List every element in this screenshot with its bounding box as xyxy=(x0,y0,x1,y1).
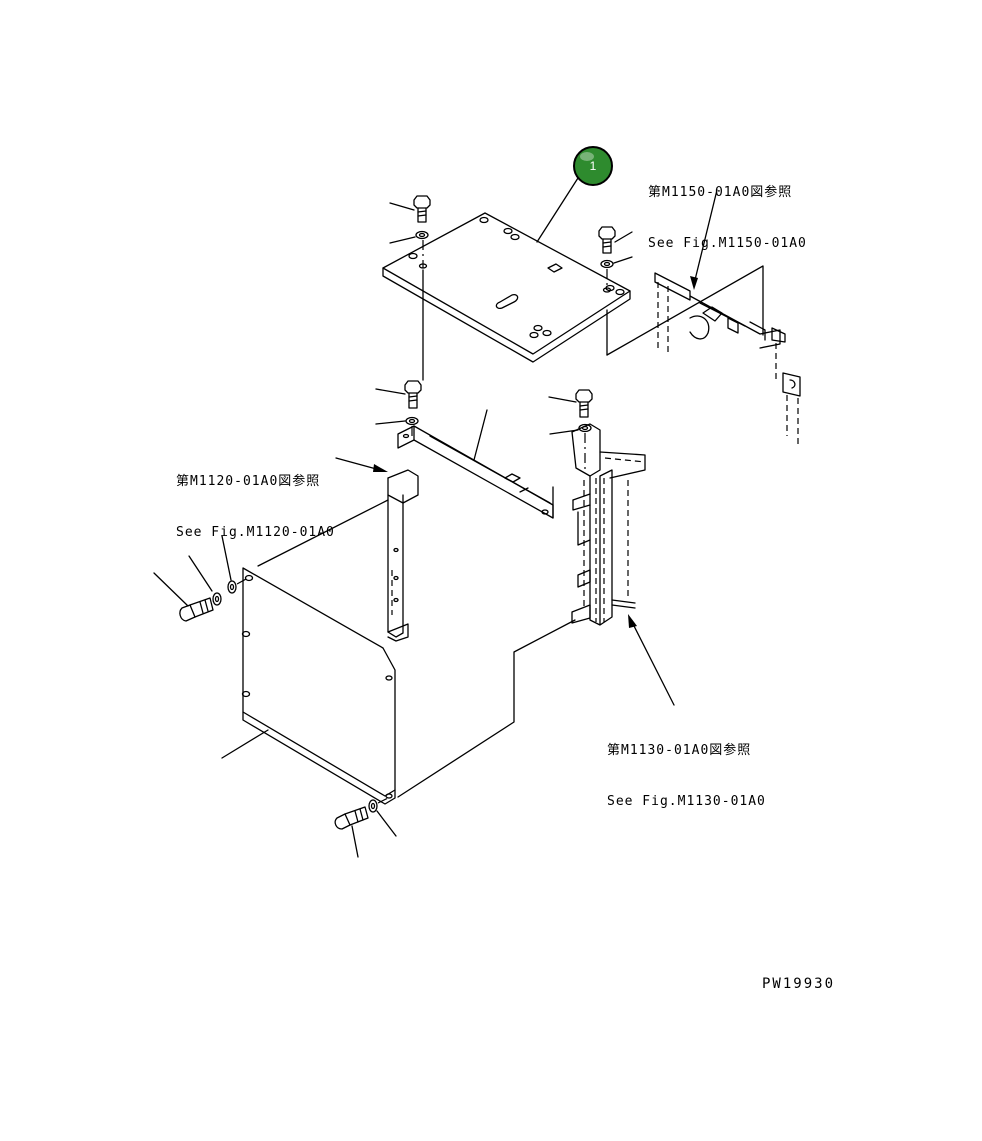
referenced-assembly-m1150 xyxy=(606,265,801,445)
leader-line-callout xyxy=(536,177,579,243)
top-cover-plate xyxy=(382,212,631,363)
reference-m1150[interactable]: 第M1150-01A0図参照 See Fig.M1150-01A0 xyxy=(648,150,807,286)
leader-arrow-m1120 xyxy=(335,457,381,471)
leader-arrow-m1150 xyxy=(693,189,718,285)
bolt-side-left xyxy=(153,572,214,622)
washer-middle-right xyxy=(549,423,592,435)
reference-m1120-jp: 第M1120-01A0図参照 xyxy=(176,474,321,489)
reference-m1120[interactable]: 第M1120-01A0図参照 See Fig.M1120-01A0 xyxy=(176,439,335,575)
leader-line-bracket xyxy=(473,409,488,461)
bolt-top-right xyxy=(598,226,633,254)
washer-side-left-2 xyxy=(221,535,237,594)
reference-m1120-en: See Fig.M1120-01A0 xyxy=(176,525,335,540)
bolt-bottom xyxy=(334,806,369,858)
reference-m1150-jp: 第M1150-01A0図参照 xyxy=(648,185,793,200)
part-number-callout[interactable]: 1 xyxy=(573,146,613,186)
housing-outline xyxy=(257,486,576,798)
reference-m1130-en: See Fig.M1130-01A0 xyxy=(607,794,766,809)
side-cover-panel xyxy=(241,567,396,805)
leader-line-side-cover xyxy=(221,729,269,759)
bolt-middle-right xyxy=(548,389,593,418)
washer-side-left-1 xyxy=(188,555,222,606)
reference-m1130-jp: 第M1130-01A0図参照 xyxy=(607,743,752,758)
drawing-code: PW19930 xyxy=(762,976,836,992)
reference-m1150-en: See Fig.M1150-01A0 xyxy=(648,236,807,251)
left-vertical-post xyxy=(387,469,419,642)
bolt-middle-left xyxy=(375,380,422,409)
bolt-top-left xyxy=(389,195,431,223)
upper-frame-bracket xyxy=(397,425,554,519)
right-frame-post xyxy=(571,423,646,626)
washer-bottom xyxy=(368,799,397,837)
washer-middle-left xyxy=(375,416,419,426)
leader-arrow-m1130 xyxy=(631,621,675,706)
washer-top-right xyxy=(600,256,633,269)
reference-m1130[interactable]: 第M1130-01A0図参照 See Fig.M1130-01A0 xyxy=(607,708,766,844)
washer-top-left xyxy=(389,230,429,244)
